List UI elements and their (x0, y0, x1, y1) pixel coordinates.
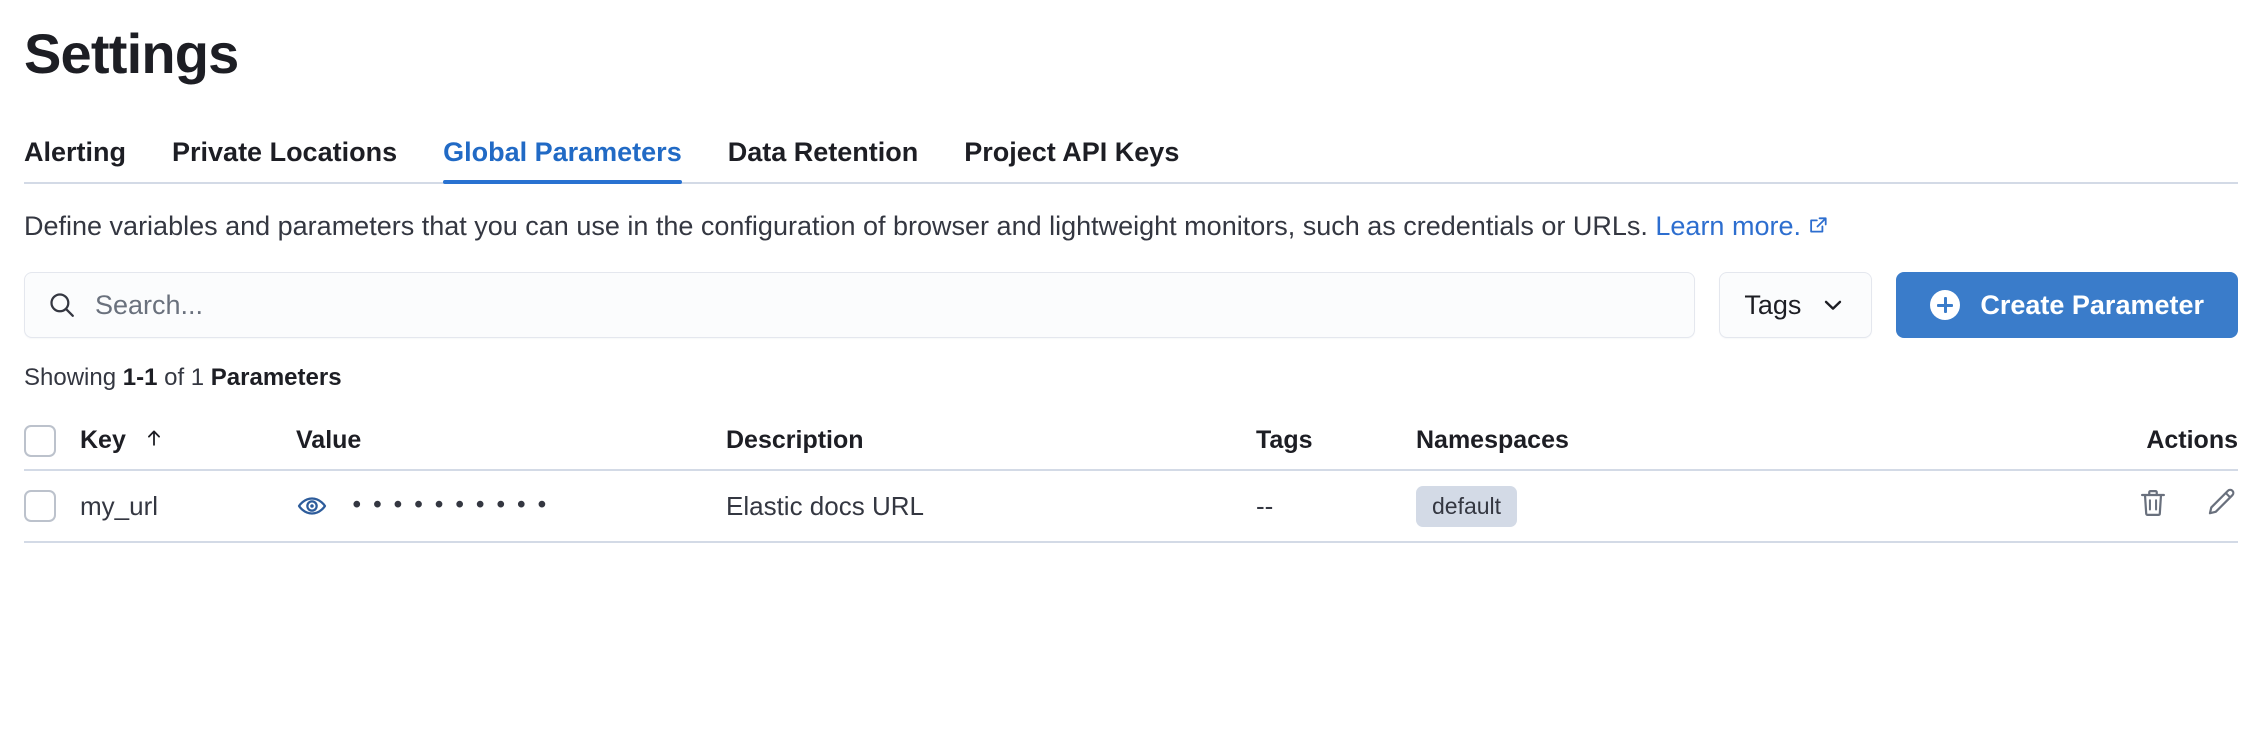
tab-data-retention[interactable]: Data Retention (727, 137, 919, 168)
value-wrapper: •••••••••• (296, 490, 726, 522)
tab-alerting[interactable]: Alerting (24, 137, 127, 168)
row-actions (2136, 486, 2238, 520)
search-box[interactable] (24, 272, 1696, 339)
showing-middle: of 1 (157, 364, 211, 392)
pencil-icon[interactable] (2204, 486, 2238, 520)
tags-filter-button[interactable]: Tags (1719, 272, 1873, 339)
showing-range: 1-1 (122, 364, 158, 392)
arrow-up-icon (143, 427, 165, 456)
column-header-value: Value (296, 412, 726, 472)
cell-actions (1826, 470, 2238, 544)
cell-description: Elastic docs URL (726, 470, 1256, 544)
namespace-badge: default (1416, 485, 1518, 527)
learn-more-label: Learn more. (1655, 211, 1801, 242)
eye-icon[interactable] (296, 490, 328, 522)
select-all-header (24, 412, 80, 472)
tab-private-locations[interactable]: Private Locations (172, 137, 398, 168)
settings-tabs: Alerting Private Locations Global Parame… (24, 122, 2238, 185)
showing-suffix: Parameters (210, 364, 342, 392)
tab-project-api-keys[interactable]: Project API Keys (964, 137, 1180, 168)
results-count: Showing 1-1 of 1 Parameters (24, 366, 2238, 390)
tags-filter-label: Tags (1744, 289, 1802, 320)
cell-namespaces: default (1416, 470, 1826, 544)
page-description: Define variables and parameters that you… (24, 210, 2238, 246)
cell-value: •••••••••• (296, 470, 726, 544)
column-header-namespaces: Namespaces (1416, 412, 1826, 472)
plus-circle-icon (1930, 290, 1961, 321)
parameters-table: Key Value Description Tags Namespaces Ac… (24, 412, 2238, 544)
column-header-description: Description (726, 412, 1256, 472)
table-header-row: Key Value Description Tags Namespaces Ac… (24, 412, 2238, 472)
column-header-key-label: Key (80, 425, 126, 454)
chevron-down-icon (1819, 291, 1847, 319)
search-input[interactable] (95, 289, 1673, 321)
description-text: Define variables and parameters that you… (24, 211, 1648, 242)
column-header-actions: Actions (1826, 412, 2238, 472)
showing-prefix: Showing (24, 364, 123, 392)
cell-key: my_url (80, 470, 296, 544)
search-icon (47, 290, 77, 320)
external-link-icon (1807, 212, 1829, 246)
table-body: my_url •••••••••• Elastic docs UR (24, 470, 2238, 544)
tab-global-parameters[interactable]: Global Parameters (443, 139, 682, 185)
row-checkbox[interactable] (24, 490, 56, 523)
create-parameter-label: Create Parameter (1980, 289, 2204, 320)
table-row: my_url •••••••••• Elastic docs UR (24, 470, 2238, 544)
column-header-key[interactable]: Key (80, 412, 296, 472)
learn-more-link[interactable]: Learn more. (1655, 211, 1801, 241)
table-header: Key Value Description Tags Namespaces Ac… (24, 412, 2238, 472)
create-parameter-button[interactable]: Create Parameter (1896, 272, 2238, 339)
select-all-checkbox[interactable] (24, 424, 56, 457)
masked-value: •••••••••• (350, 492, 556, 519)
cell-tags: -- (1256, 470, 1416, 544)
trash-icon[interactable] (2136, 486, 2170, 520)
toolbar: Tags Create Parameter (24, 272, 2238, 339)
row-select-cell (24, 470, 80, 544)
column-header-tags: Tags (1256, 412, 1416, 472)
page-title: Settings (24, 22, 239, 85)
